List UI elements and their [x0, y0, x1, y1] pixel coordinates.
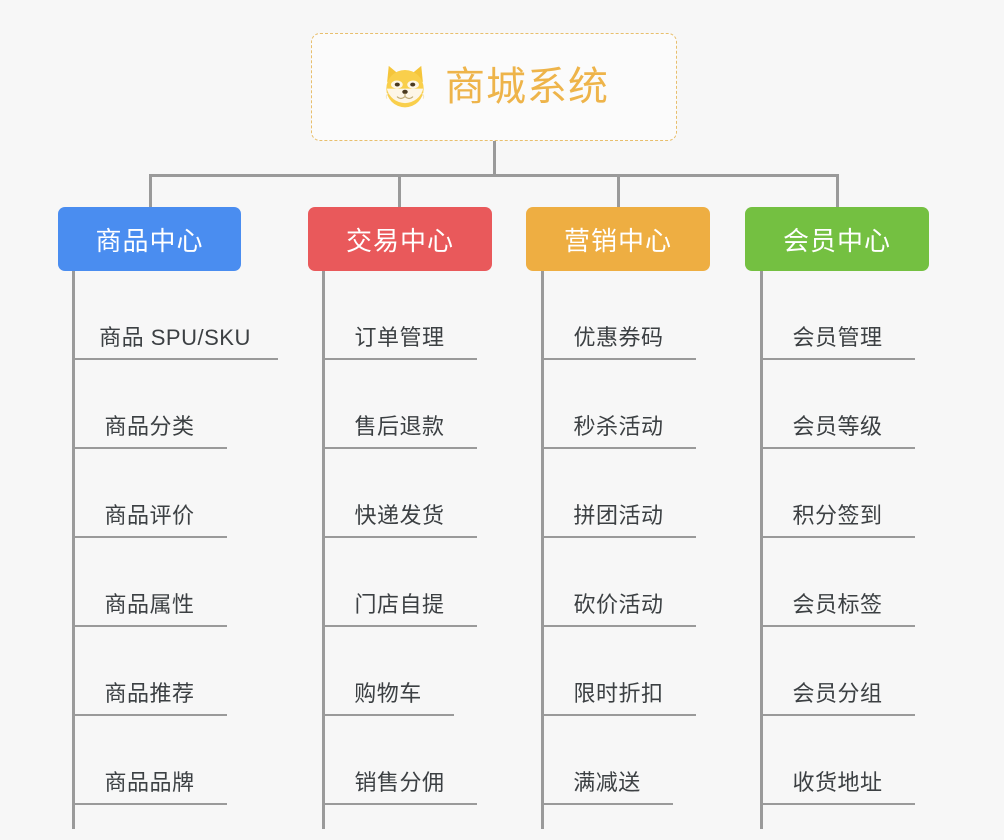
- root-node-title: 商城系统: [445, 65, 609, 109]
- shiba-dog-face-icon: [385, 65, 425, 108]
- leaf-item[interactable]: 会员分组: [760, 627, 915, 716]
- branch-trunk-4: [760, 271, 763, 829]
- leaf-label: 商品品牌: [104, 770, 195, 795]
- leaf-item[interactable]: 销售分佣: [322, 716, 477, 805]
- leaf-label: 商品评价: [104, 503, 195, 528]
- leaf-label: 订单管理: [354, 325, 445, 350]
- leaf-label: 会员等级: [792, 414, 883, 439]
- leaf-item[interactable]: 商品评价: [72, 449, 227, 538]
- leaf-label: 会员管理: [792, 325, 883, 350]
- leaf-item[interactable]: 商品分类: [72, 360, 227, 449]
- connector-root-stub: [493, 141, 496, 176]
- leaf-item[interactable]: 购物车: [322, 627, 454, 716]
- leaf-label: 满减送: [573, 770, 641, 795]
- leaf-item[interactable]: 商品品牌: [72, 716, 227, 805]
- leaf-label: 商品属性: [104, 592, 195, 617]
- leaf-item[interactable]: 会员管理: [760, 271, 915, 360]
- leaf-label: 商品分类: [104, 414, 195, 439]
- leaf-label: 快递发货: [354, 503, 445, 528]
- leaf-item[interactable]: 商品 SPU/SKU: [72, 271, 278, 360]
- leaf-item[interactable]: 砍价活动: [541, 538, 696, 627]
- category-label-2: 交易中心: [345, 225, 454, 256]
- connector-drop-4: [836, 174, 839, 207]
- branch-trunk-3: [541, 271, 544, 829]
- leaf-label: 销售分佣: [354, 770, 445, 795]
- leaf-label: 门店自提: [354, 592, 445, 617]
- leaf-item[interactable]: 售后退款: [322, 360, 477, 449]
- leaf-item[interactable]: 会员等级: [760, 360, 915, 449]
- leaf-label: 限时折扣: [573, 681, 664, 706]
- branch-trunk-2: [322, 271, 325, 829]
- connector-drop-2: [398, 174, 401, 207]
- leaf-label: 收货地址: [792, 770, 883, 795]
- leaf-item[interactable]: 积分签到: [760, 449, 915, 538]
- category-box-2[interactable]: 交易中心: [308, 207, 492, 271]
- leaf-label: 积分签到: [792, 503, 883, 528]
- leaf-item[interactable]: 秒杀活动: [541, 360, 696, 449]
- leaf-item[interactable]: 会员标签: [760, 538, 915, 627]
- category-box-3[interactable]: 营销中心: [526, 207, 710, 271]
- leaf-label: 商品推荐: [104, 681, 195, 706]
- category-label-3: 营销中心: [563, 225, 672, 256]
- leaf-label: 购物车: [354, 681, 422, 706]
- connector-drop-3: [617, 174, 620, 207]
- root-node-shop-system[interactable]: 商城系统: [311, 33, 677, 141]
- leaf-label: 砍价活动: [573, 592, 664, 617]
- leaf-label: 商品 SPU/SKU: [99, 325, 251, 350]
- leaf-label: 售后退款: [354, 414, 445, 439]
- leaf-label: 会员标签: [792, 592, 883, 617]
- leaf-item[interactable]: 限时折扣: [541, 627, 696, 716]
- leaf-item[interactable]: 拼团活动: [541, 449, 696, 538]
- category-box-4[interactable]: 会员中心: [745, 207, 929, 271]
- leaf-item[interactable]: 商品属性: [72, 538, 227, 627]
- branch-trunk-1: [72, 271, 75, 829]
- leaf-item[interactable]: 优惠券码: [541, 271, 696, 360]
- leaf-item[interactable]: 收货地址: [760, 716, 915, 805]
- leaf-item[interactable]: 满减送: [541, 716, 673, 805]
- leaf-item[interactable]: 门店自提: [322, 538, 477, 627]
- leaf-label: 秒杀活动: [573, 414, 664, 439]
- category-box-1[interactable]: 商品中心: [58, 207, 241, 271]
- category-label-4: 会员中心: [782, 225, 891, 256]
- category-label-1: 商品中心: [95, 225, 204, 256]
- connector-drop-1: [149, 174, 152, 207]
- leaf-item[interactable]: 商品推荐: [72, 627, 227, 716]
- leaf-item[interactable]: 订单管理: [322, 271, 477, 360]
- leaf-label: 会员分组: [792, 681, 883, 706]
- leaf-label: 优惠券码: [573, 325, 664, 350]
- leaf-item[interactable]: 快递发货: [322, 449, 477, 538]
- leaf-label: 拼团活动: [573, 503, 664, 528]
- connector-horizontal-bus: [150, 174, 839, 177]
